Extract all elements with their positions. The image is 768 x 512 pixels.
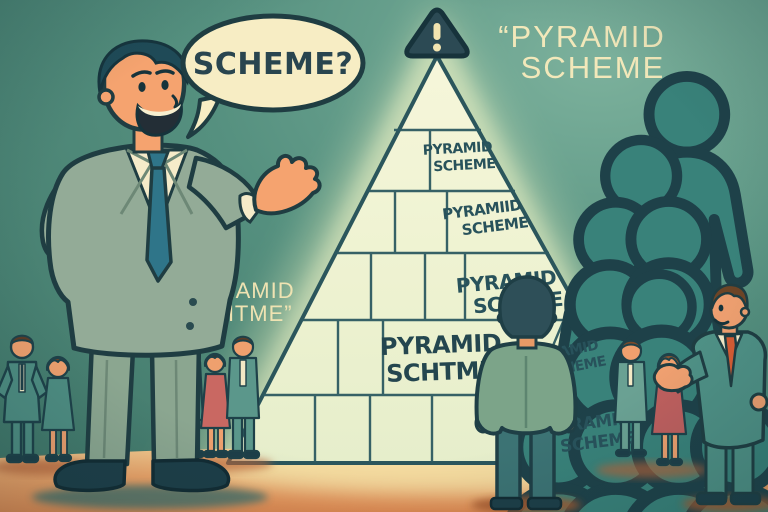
vignette-overlay (0, 0, 768, 512)
illustration-canvas: PYRAMID SCHEME PYRAMIID SCHEME PYRAMID S… (0, 0, 768, 512)
pyramid-scheme-illustration: PYRAMID SCHEME PYRAMIID SCHEME PYRAMID S… (0, 0, 768, 512)
